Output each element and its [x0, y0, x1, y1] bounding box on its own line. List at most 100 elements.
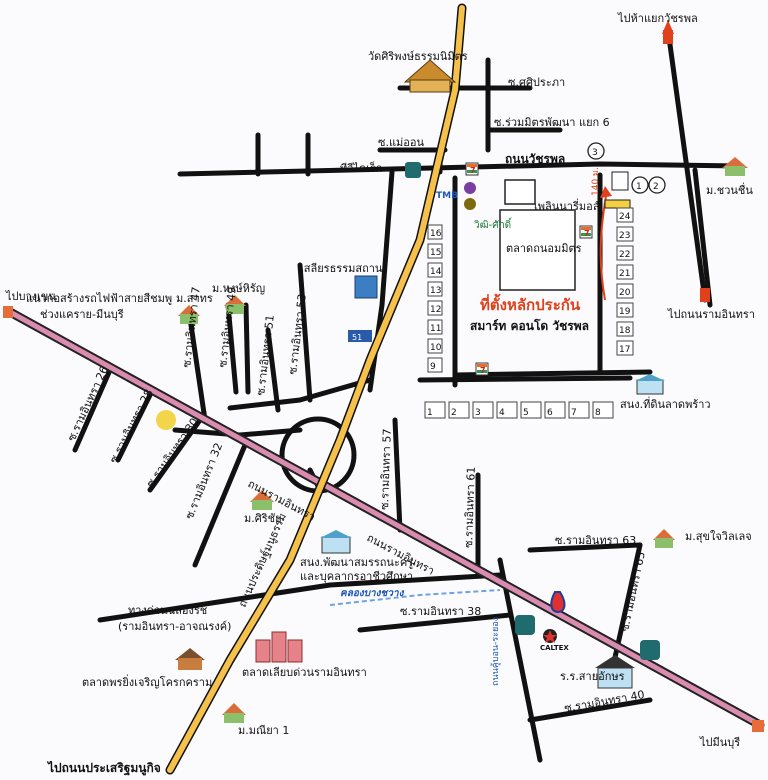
market-icon-liap	[255, 631, 303, 663]
label-soi-61: ซ.รามอินทรา 61	[462, 466, 478, 548]
label-snong-phatthana: สนง.พัฒนาสมรรถนะครู	[300, 556, 413, 569]
seven-eleven-label-2: 7	[584, 229, 590, 238]
monorail-west-end	[3, 306, 13, 318]
label-landmark-title: ที่ตั้งหลักประกัน	[480, 293, 581, 314]
seven-eleven-icon-2	[579, 225, 593, 239]
unit-bottom-4: 4	[499, 408, 505, 418]
label-monorail-1: แนวก่อสร้างรถไฟฟ้าสายสีชมพู	[26, 292, 172, 305]
label-soi-28: ซ.รามอินทรา 28	[107, 387, 155, 465]
canal-line	[329, 589, 501, 606]
label-tv-direct: ทีวีไดเร็ก	[340, 161, 382, 175]
unit-right-22: 22	[619, 250, 630, 260]
label-expressway-2: (รามอินทรา-อาจณรงค์)	[118, 620, 231, 633]
seven-eleven-label-1: 7	[470, 166, 476, 175]
marker-3	[587, 142, 605, 160]
label-m-khonchuen: ม.ชวนชื่น	[706, 182, 753, 197]
label-soi-38: ซ.รามอินทรา 38	[400, 605, 481, 618]
unit-right-24-box	[616, 207, 634, 223]
unit-left-12: 12	[430, 305, 441, 315]
soi-38	[357, 612, 513, 633]
marker-3-label: 3	[592, 148, 598, 158]
krungsri-bank-icon	[464, 198, 476, 210]
unit-bottom-3: 3	[475, 408, 481, 418]
unit-left-11: 11	[430, 324, 441, 334]
label-soi-49: ซ.รามอินทรา 49	[216, 286, 239, 368]
temple-icon	[403, 59, 457, 93]
soi-28	[115, 392, 153, 463]
label-m-manya: ม.มณียา 1	[238, 724, 289, 737]
monorail-east-end	[752, 720, 764, 732]
label-road-khubon: ถนนคู้บอน-ระยอง	[490, 617, 501, 686]
ptt-station-icon	[550, 591, 566, 614]
saliang-icon	[354, 275, 378, 299]
route-sign-icon	[348, 330, 372, 342]
scb-bank-icon	[464, 182, 476, 194]
landmark-icons	[156, 59, 748, 723]
label-plearnary: เพลินนารี่มอล์	[534, 198, 599, 213]
seven-eleven-label-3: 7	[480, 366, 486, 375]
highway	[165, 3, 467, 775]
market-icon-phon	[175, 648, 205, 670]
unit-right-24: 24	[619, 212, 631, 222]
talad-building	[499, 209, 576, 291]
unit-right-20-box	[616, 283, 634, 299]
soi-57	[392, 417, 403, 533]
unit-bottom-8: 8	[595, 408, 601, 418]
unit-bottom-3-box	[472, 401, 494, 419]
label-soi-40: ซ.รามอินทรา 40	[563, 688, 645, 715]
unit-right-19: 19	[619, 307, 631, 317]
label-soi-65: ซ.รามอินทรา 65	[618, 550, 648, 632]
unit-right-23-box	[616, 226, 634, 242]
unit-right-17-box	[616, 340, 634, 356]
marker-2	[648, 176, 666, 194]
soi-26	[72, 367, 113, 453]
unit-bottom-2-box	[448, 401, 470, 419]
unit-bottom-2: 2	[451, 408, 457, 418]
label-landmark-sub: สมาร์ท คอนโด วัชรพล	[470, 318, 589, 333]
ptt-sign-icon-2	[515, 615, 535, 635]
house-icon-manya	[222, 703, 246, 723]
monorail-line	[3, 306, 765, 732]
soi-49b	[243, 302, 251, 395]
road-watcharaphon	[177, 161, 743, 177]
unit-left-16-box	[427, 224, 443, 240]
label-monorail-2: ช่วงแคราย-มีนบุรี	[40, 308, 124, 321]
marker-1-label: 1	[636, 182, 642, 192]
unit-right-23: 23	[619, 231, 630, 241]
building-icon-phatthana	[320, 530, 352, 554]
house-icon-khonchuen	[722, 157, 748, 176]
label-m-sirichai: ม.ศิริชัย	[244, 512, 282, 525]
label-talad-liap: ตลาดเลียบด่วนรามอินทรา	[242, 666, 367, 679]
label-soi-maeon: ซ.แม่ออน	[378, 136, 425, 149]
soi-51	[265, 327, 281, 413]
house-icon-sakon	[178, 305, 200, 324]
unit-left-10: 10	[430, 343, 442, 353]
unit-bottom-4-box	[496, 401, 518, 419]
house-icon-sirichai	[250, 490, 274, 510]
unit-left-16: 16	[430, 229, 442, 239]
unit-bottom-1: 1	[427, 408, 433, 418]
unit-left-15: 15	[430, 248, 441, 258]
unit-left-9-box	[427, 357, 443, 373]
label-to-bangkhen: ไปบางเขน	[5, 290, 56, 303]
label-talad-phon: ตลาดพรยิ่งเจริญโครกคราม	[82, 674, 212, 689]
label-soi-57: ซ.รามอินทรา 57	[378, 428, 394, 510]
label-soi-siprapha: ซ.ศศิประภา	[508, 76, 565, 89]
label-m-suksawlet: ม.สุขใจวิลเลจ	[685, 530, 752, 543]
label-expressway-1: ทางด่วนฉลองรัช	[128, 604, 207, 617]
soi-40	[527, 697, 653, 723]
label-snong-phatthana-2: และบุคลากรอาชีวศึกษา	[300, 570, 413, 583]
plearnary-building	[504, 179, 536, 205]
unit-left-13: 13	[430, 286, 441, 296]
unit-right-21: 21	[619, 269, 630, 279]
school-icon	[595, 655, 635, 689]
unit-right-22-box	[616, 245, 634, 261]
unit-left-10-box	[427, 338, 443, 354]
label-talad-thanon: ตลาดถนอมมิตร	[506, 242, 582, 255]
road-expressway	[97, 572, 503, 623]
house-icon-suksawlet	[653, 529, 675, 548]
unit-bottom-8-box	[592, 401, 614, 419]
road-right-ns2	[692, 167, 713, 308]
